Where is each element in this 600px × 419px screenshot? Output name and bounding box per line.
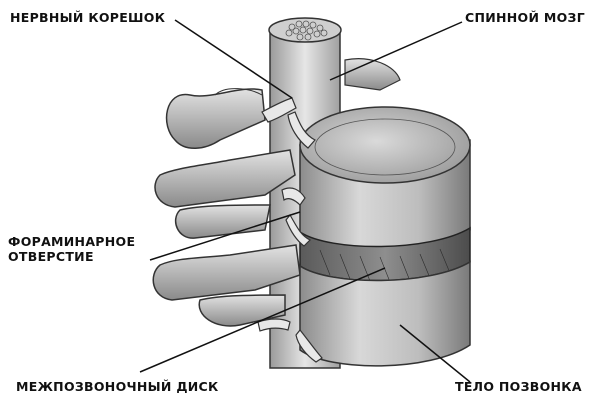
vertebral-body-upper	[299, 106, 471, 251]
vertebral-body-lower	[299, 260, 471, 367]
label-foramen: ФОРАМИНАРНОЕ ОТВЕРСТИЕ	[8, 234, 135, 264]
label-foramen-line1: ФОРАМИНАРНОЕ	[8, 234, 136, 249]
leader-lines	[139, 19, 471, 383]
nerve-roots	[257, 97, 323, 363]
label-vertebral-body: ТЕЛО ПОЗВОНКА	[455, 379, 582, 394]
label-foramen-line2: ОТВЕРСТИЕ	[8, 249, 94, 264]
label-nerve-root: НЕРВНЫЙ КОРЕШОК	[10, 10, 166, 25]
label-spinal-cord: СПИННОЙ МОЗГ	[465, 10, 585, 25]
label-intervertebral-disc: МЕЖПОЗВОНОЧНЫЙ ДИСК	[16, 379, 219, 394]
